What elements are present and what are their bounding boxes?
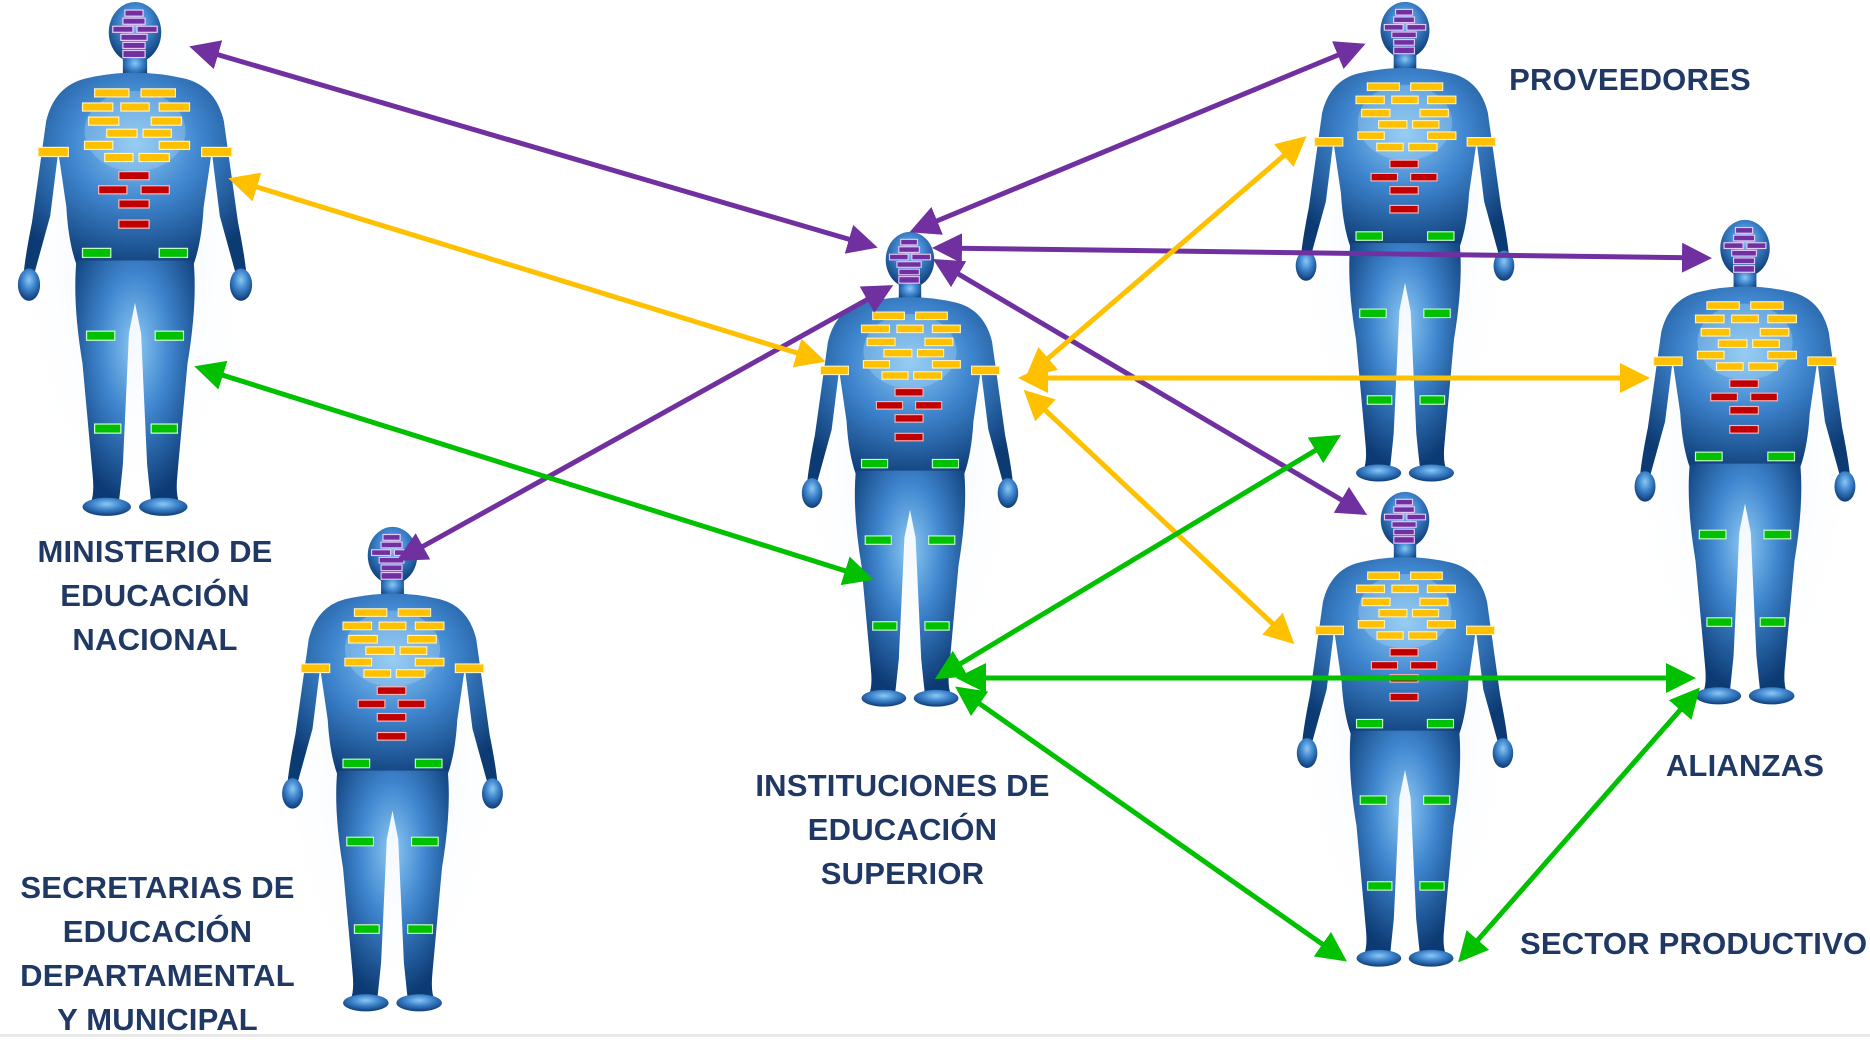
bottom-divider xyxy=(0,1034,1870,1037)
arrow-green-instituciones-proveedores xyxy=(934,434,1342,680)
label-secretarias-line1: SECRETARIAS DE xyxy=(20,870,295,905)
label-secretarias-line4: Y MUNICIPAL xyxy=(57,1002,258,1037)
label-ministerio-line3: NACIONAL xyxy=(72,622,238,657)
figure-alianzas xyxy=(1625,218,1865,709)
label-secretarias-line3: DEPARTAMENTAL xyxy=(20,958,295,993)
label-instituciones-line2: EDUCACIÓN xyxy=(807,812,998,847)
arrow-yellow-instituciones-proveedores xyxy=(1025,136,1307,378)
arrow-green-sector-alianzas xyxy=(1458,687,1700,963)
label-instituciones-line3: SUPERIOR xyxy=(820,856,985,891)
label-sector-productivo-text: SECTOR PRODUCTIVO xyxy=(1520,926,1868,961)
label-instituciones-line1: INSTITUCIONES DE xyxy=(755,768,1050,803)
label-ministerio: MINISTERIO DE EDUCACIÓN NACIONAL xyxy=(20,530,290,662)
figure-ministerio xyxy=(8,0,262,521)
label-alianzas-text: ALIANZAS xyxy=(1665,748,1825,783)
arrow-yellow-instituciones-sector xyxy=(1023,389,1295,645)
figure-instituciones xyxy=(792,230,1028,712)
label-instituciones: INSTITUCIONES DE EDUCACIÓN SUPERIOR xyxy=(745,764,1060,896)
label-sector-productivo: SECTOR PRODUCTIVO xyxy=(1520,922,1868,966)
label-ministerio-line2: EDUCACIÓN xyxy=(60,578,250,613)
label-proveedores-text: PROVEEDORES xyxy=(1509,62,1751,97)
arrow-purple-ministerio-instituciones xyxy=(189,40,878,254)
label-alianzas: ALIANZAS xyxy=(1640,744,1850,788)
label-secretarias: SECRETARIAS DE EDUCACIÓN DEPARTAMENTAL Y… xyxy=(10,866,305,1042)
arrow-green-instituciones-sector xyxy=(955,686,1347,962)
label-secretarias-line2: EDUCACIÓN xyxy=(62,914,253,949)
label-ministerio-line1: MINISTERIO DE xyxy=(37,534,273,569)
figure-proveedores xyxy=(1286,0,1524,486)
label-proveedores: PROVEEDORES xyxy=(1500,58,1760,102)
arrow-yellow-ministerio-instituciones xyxy=(228,172,826,368)
arrow-green-ministerio-instituciones xyxy=(194,360,874,586)
figure-sector-productivo xyxy=(1287,490,1523,972)
figure-secretarias xyxy=(272,525,513,1016)
